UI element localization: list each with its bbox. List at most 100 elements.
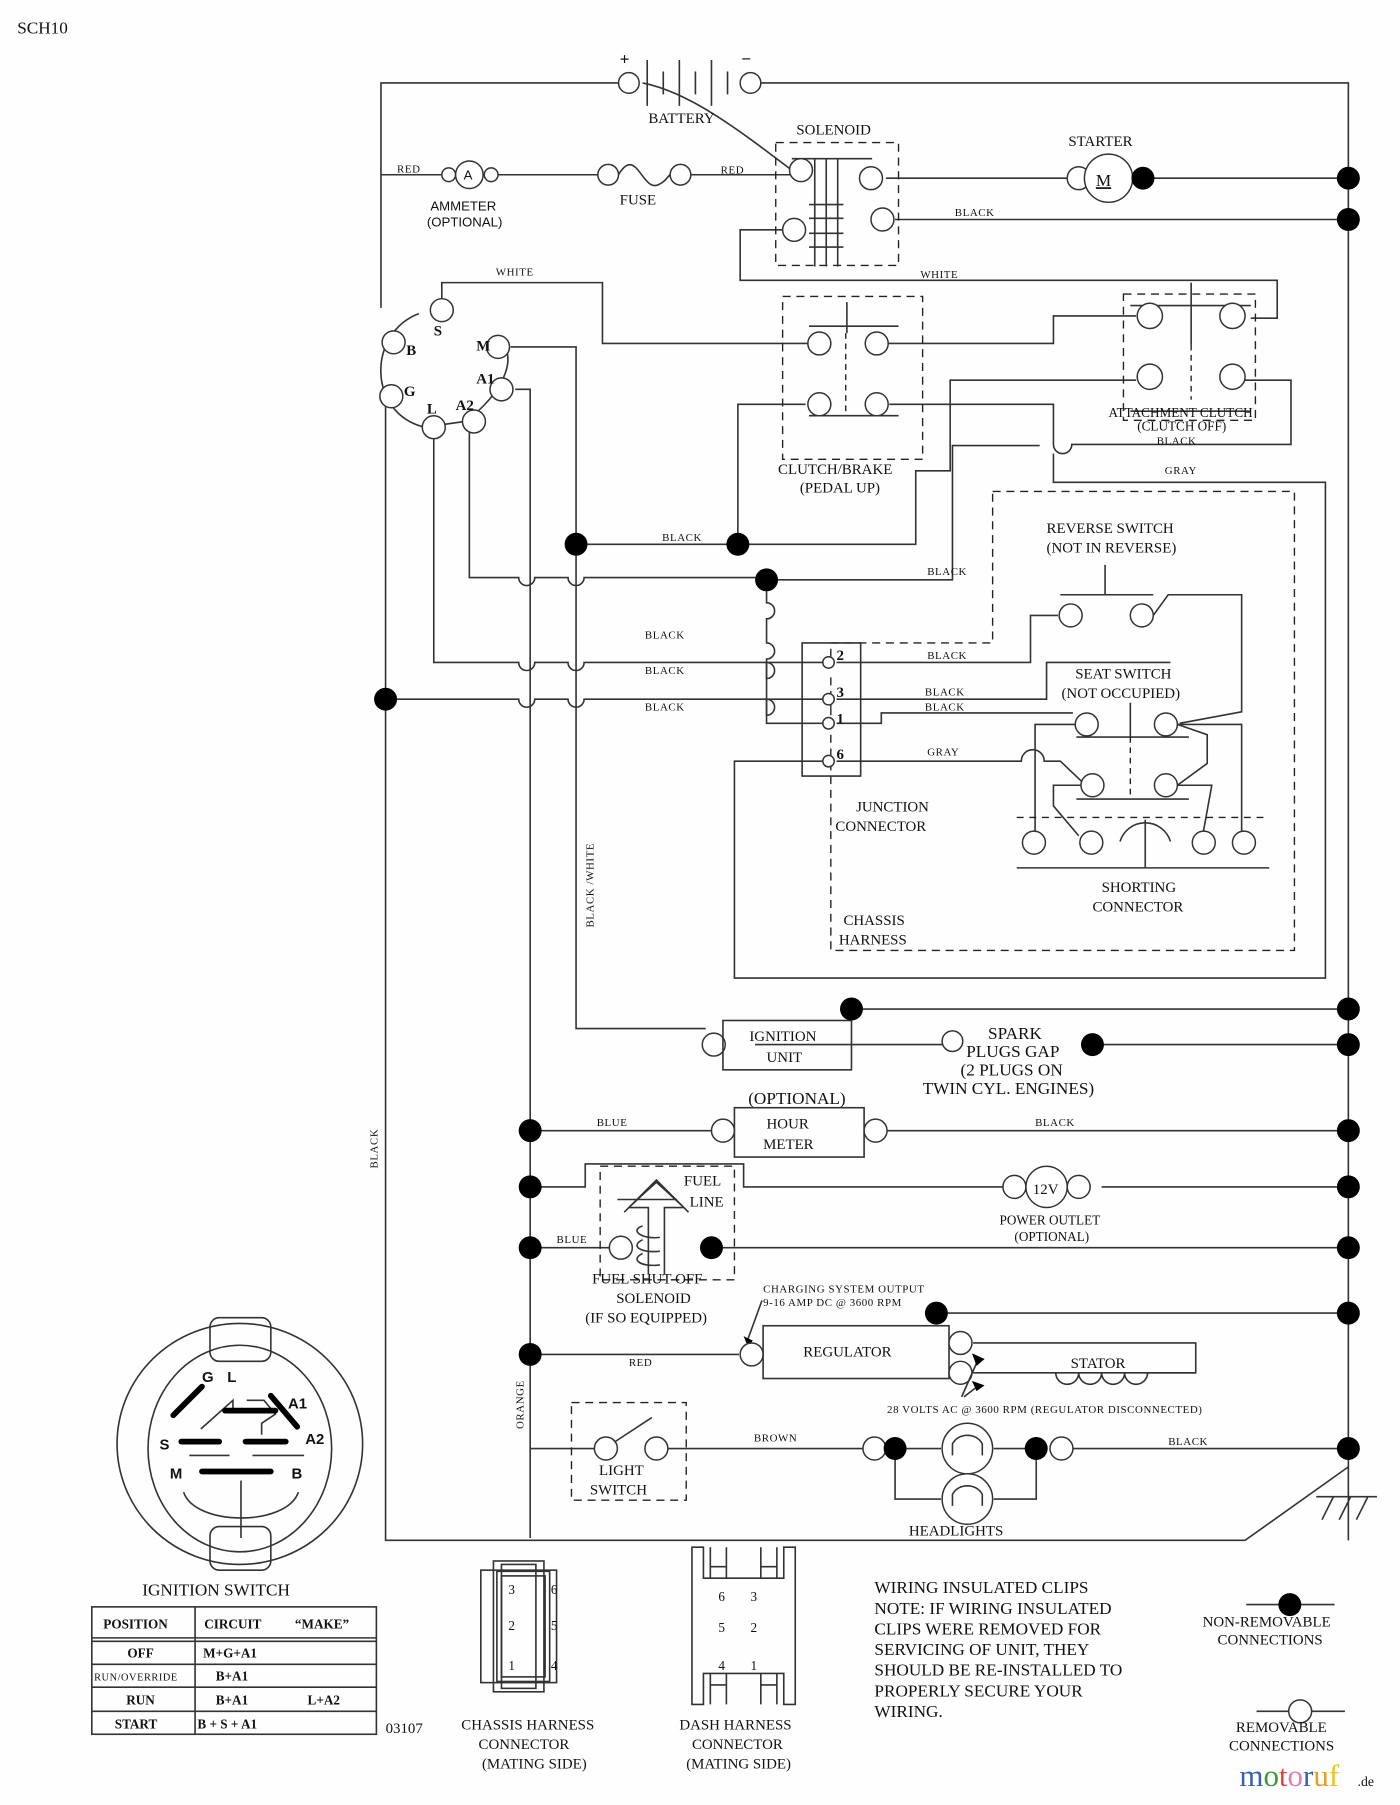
attachment-clutch-switch: ATTACHMENT CLUTCH (CLUTCH OFF) BLACK GRA… xyxy=(1109,282,1257,477)
wire-ground-rail-right xyxy=(750,82,1350,1541)
ignition-table: POSITION CIRCUIT “MAKE” OFF M+G+A1 RUN/O… xyxy=(91,1606,378,1736)
watermark-text: motoruf xyxy=(1239,1758,1339,1793)
battery-label: BATTERY xyxy=(648,111,714,127)
wire-fuel-line xyxy=(530,1163,1003,1188)
solenoid: SOLENOID BLACK WHITE xyxy=(775,123,994,281)
wire-segment xyxy=(809,203,844,248)
removable-connection xyxy=(948,1330,973,1356)
removable-connection xyxy=(788,157,814,183)
label-text: S xyxy=(434,323,442,339)
wire-segment xyxy=(1176,723,1209,786)
removable-connection xyxy=(485,334,511,360)
label-text: A1 xyxy=(476,372,494,388)
wire-segment xyxy=(182,1398,305,1539)
regulator-label: REGULATOR xyxy=(803,1345,891,1361)
removable-connection xyxy=(381,330,406,355)
removable-connection xyxy=(941,1422,994,1475)
label-text: CONNECTOR xyxy=(479,1737,570,1753)
removable-connection xyxy=(858,165,884,191)
wire-white-s xyxy=(441,281,818,345)
non-removable-connection xyxy=(518,1342,542,1366)
watermark-logo: motoruf .de xyxy=(1239,1758,1374,1793)
non-removable-connection xyxy=(755,568,779,592)
wire-black-pin1 xyxy=(836,712,1073,725)
label-text: B xyxy=(291,1466,302,1482)
removable-connection xyxy=(1231,830,1257,855)
starter-motor: M STARTER xyxy=(1066,134,1155,204)
label-text: SOLENOID xyxy=(616,1291,691,1307)
removable-connection xyxy=(1287,1699,1313,1724)
hour-meter: (OPTIONAL) HOUR METER BLUE BLACK xyxy=(597,1089,1075,1158)
label-text: BROWN xyxy=(754,1433,797,1445)
label-text: G xyxy=(202,1370,214,1386)
label-text: BLACK xyxy=(1035,1117,1075,1129)
removable-connection xyxy=(1191,830,1216,855)
removable-connection xyxy=(597,163,620,186)
label-text: BLACK xyxy=(1157,435,1197,447)
label-text: L xyxy=(227,1370,236,1386)
removable-connection xyxy=(669,163,692,186)
ignition-switch-title: IGNITION SWITCH xyxy=(142,1580,290,1599)
wire-segment xyxy=(809,302,899,334)
wire-segment xyxy=(791,157,873,267)
label-text: L+A2 xyxy=(308,1692,341,1707)
removable-connection xyxy=(864,331,889,356)
table-header-position: POSITION xyxy=(103,1617,168,1632)
seat-switch: SEAT SWITCH (NOT OCCUPIED) xyxy=(1034,667,1243,845)
label-text: (MATING SIDE) xyxy=(482,1757,587,1773)
headlights: HEADLIGHTS BLACK xyxy=(862,1422,1208,1540)
removable-connection xyxy=(941,1030,964,1053)
wire-segment xyxy=(1034,723,1076,845)
non-removable-connection xyxy=(1336,208,1360,231)
wire-segment xyxy=(380,312,509,429)
label-text: RUN/OVERRIDE xyxy=(94,1672,178,1683)
label-text: CONNECTIONS xyxy=(1218,1633,1323,1649)
non-removable-connection xyxy=(1336,1175,1360,1199)
fuel-shutoff-solenoid: FUEL LINE FUEL SHUT-OFF SOLENOID (IF SO … xyxy=(557,1165,736,1326)
component-box xyxy=(762,1324,950,1380)
wire-battery-solenoid xyxy=(642,82,793,171)
removable-connection xyxy=(739,1342,764,1367)
clutch-brake-sub: (PEDAL UP) xyxy=(800,481,880,497)
non-removable-connection xyxy=(1336,1437,1360,1460)
wire-segment xyxy=(1060,564,1154,596)
non-removable-connection xyxy=(518,1175,542,1199)
label-text: 2 xyxy=(508,1618,515,1633)
clutch-brake-label: CLUTCH/BRAKE xyxy=(778,462,892,478)
non-removable-connection xyxy=(840,997,863,1021)
wire-white-solenoid xyxy=(739,229,1279,319)
label-text: M xyxy=(476,338,490,354)
label-text: FUEL SHUT-OFF xyxy=(592,1271,702,1287)
chassis-harness-sub: HARNESS xyxy=(839,933,907,949)
wire-black-609 xyxy=(385,698,829,717)
label-text: OFF xyxy=(127,1645,153,1660)
label-text: 1 xyxy=(750,1658,757,1673)
label-text: 6 xyxy=(551,1582,558,1597)
component-box xyxy=(500,1563,537,1690)
chassis-harness-label: CHASSIS xyxy=(843,913,904,929)
removable-connection xyxy=(461,409,487,434)
wire-segment xyxy=(617,164,671,187)
label-text: 3 xyxy=(750,1589,757,1604)
non-removable-connection xyxy=(726,532,750,556)
removable-connection xyxy=(1129,603,1155,628)
removable-connection xyxy=(1219,363,1246,391)
component-box xyxy=(480,1569,558,1684)
label-text: BLACK xyxy=(1168,1436,1208,1448)
junction-connector: 2 3 1 6 JUNCTION CONNECTOR BLACK BLACK B… xyxy=(645,629,967,835)
light-switch: ORANGE LIGHT SWITCH BROWN xyxy=(514,1380,797,1501)
label-text: BLACK xyxy=(662,532,702,544)
label-text: GRAY xyxy=(1165,465,1197,477)
removable-connection xyxy=(701,1032,726,1057)
wire-black-pin2 xyxy=(836,614,1059,664)
removable-connection xyxy=(1074,712,1099,737)
label-text: CHARGING SYSTEM OUTPUT xyxy=(763,1283,924,1295)
label-text: A1 xyxy=(288,1396,307,1412)
non-removable-connection xyxy=(518,1236,542,1260)
component-box xyxy=(722,1019,853,1071)
non-removable-connection xyxy=(1336,1301,1360,1325)
wire-reverse-seat xyxy=(1152,593,1243,725)
component-box xyxy=(209,1316,272,1363)
table-row: RUN B+A1 L+A2 xyxy=(126,1692,340,1707)
